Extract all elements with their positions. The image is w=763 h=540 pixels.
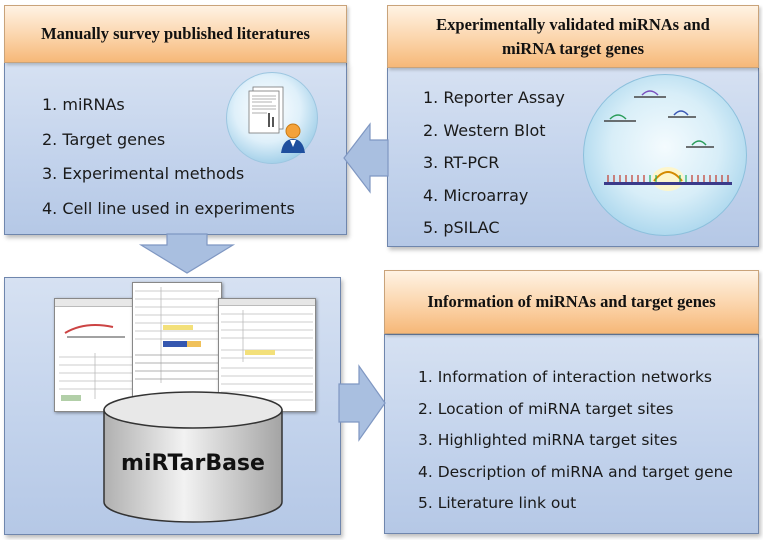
database-label: miRTarBase [121,451,265,476]
website-screenshot-3 [218,298,316,412]
list-item: 5. pSILAC [423,218,500,237]
list-item: 1. Information of interaction networks [418,368,713,386]
down-arrow-icon [138,233,236,274]
list-item: 4. Description of miRNA and target gene [418,462,733,481]
information-panel [384,334,759,534]
mirna-cell-illustration [583,74,747,236]
literature-survey-list: 1. miRNAs 2. Target genes 3. Experimenta… [42,88,295,226]
list-item: 1. miRNAs [42,95,125,114]
list-item: 2. Western Blot [423,120,546,140]
website-screenshot-2 [132,282,222,400]
literature-user-icon [226,72,318,164]
left-arrow-icon [343,122,389,194]
right-arrow-icon [338,364,386,442]
validated-methods-list: 1. Reporter Assay 2. Western Blot 3. RT-… [423,82,565,245]
database-cylinder-icon [103,391,283,523]
list-item: 2. Location of miRNA target sites [418,399,674,418]
validated-mirna-header: Experimentally validated miRNAs and miRN… [387,5,759,68]
list-item: 5. Literature link out [418,494,577,512]
information-list: 1. Information of interaction networks 2… [418,362,733,520]
list-item: 3. RT-PCR [423,153,500,172]
list-item: 3. Experimental methods [42,164,245,183]
list-item: 4. Cell line used in experiments [42,198,295,218]
list-item: 4. Microarray [423,185,529,205]
list-item: 1. Reporter Assay [423,88,565,107]
list-item: 3. Highlighted miRNA target sites [418,431,678,449]
literature-survey-header: Manually survey published literatures [4,5,347,63]
list-item: 2. Target genes [42,129,166,149]
information-header: Information of miRNAs and target genes [384,270,759,334]
